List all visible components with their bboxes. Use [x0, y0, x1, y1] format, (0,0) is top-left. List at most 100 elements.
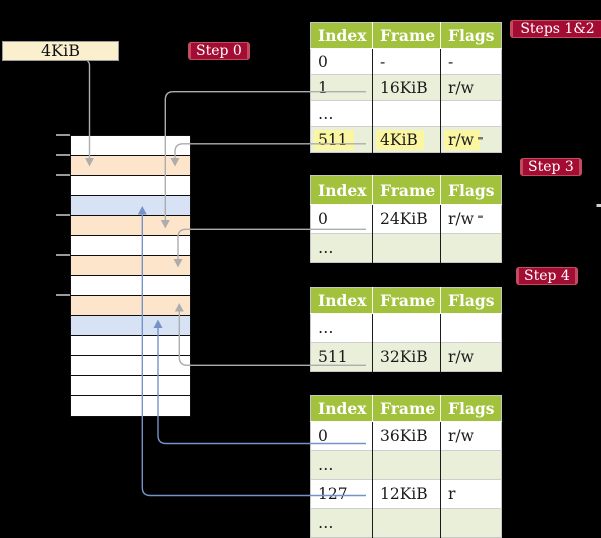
column-header-flags: Flags [441, 23, 502, 49]
memory-row [71, 356, 190, 376]
badge-steps-1-2: Steps 1&2 [510, 20, 601, 38]
memory-row [71, 236, 190, 256]
memory-address-tick [56, 154, 70, 155]
highlighted-value: 4KiB [376, 130, 424, 150]
table-cell: r/w [441, 422, 502, 451]
table-cell: r [441, 480, 502, 509]
table-cell: r/w [441, 75, 502, 101]
table-row: … [311, 509, 502, 538]
table-cell [441, 314, 502, 343]
table-cell: r/w [441, 343, 502, 372]
frame-size-label-box: 4KiB [2, 41, 119, 61]
highlighted-value: 511 [314, 130, 354, 150]
column-header-frame: Frame [373, 176, 441, 205]
column-header-flags: Flags [441, 288, 502, 314]
column-header-frame: Frame [373, 396, 441, 422]
table-row: … [311, 314, 502, 343]
table-cell: 1 [311, 75, 373, 101]
memory-row [71, 176, 190, 196]
memory-address-tick [56, 214, 70, 215]
badge-step-3: Step 3 [520, 158, 582, 176]
physical-memory-column [70, 135, 191, 417]
memory-address-tick [56, 254, 70, 255]
table-cell [441, 101, 502, 127]
table-cell [373, 101, 441, 127]
memory-row [71, 276, 190, 296]
memory-address-tick [56, 174, 70, 175]
memory-row [71, 336, 190, 356]
memory-row [71, 156, 190, 176]
table-cell: 0 [311, 205, 373, 234]
memory-row [71, 216, 190, 236]
table-cell: r/w [441, 127, 502, 153]
column-header-frame: Frame [373, 288, 441, 314]
table-cell: 4KiB [373, 127, 441, 153]
table-cell [441, 234, 502, 263]
column-header-frame: Frame [373, 23, 441, 49]
highlighted-value: r/w [444, 130, 480, 150]
table-cell: - [373, 49, 441, 75]
table-cell: … [311, 451, 373, 480]
table-cell [373, 451, 441, 480]
column-header-index: Index [311, 23, 373, 49]
column-header-index: Index [311, 288, 373, 314]
memory-row [71, 316, 190, 336]
table-row: … [311, 234, 502, 263]
table-row: 511 4KiB r/w [311, 127, 502, 153]
column-header-index: Index [311, 396, 373, 422]
memory-row [71, 396, 190, 416]
memory-row [71, 136, 190, 156]
memory-address-tick [56, 294, 70, 295]
table-cell: 0 [311, 49, 373, 75]
memory-row [71, 376, 190, 396]
table-cell: 24KiB [373, 205, 441, 234]
column-header-flags: Flags [441, 176, 502, 205]
memory-address-tick [56, 134, 70, 135]
column-header-flags: Flags [441, 396, 502, 422]
table-cell [373, 314, 441, 343]
table-cell: 511 [311, 343, 373, 372]
table-cell: 12KiB [373, 480, 441, 509]
table-cell: 32KiB [373, 343, 441, 372]
table-cell: … [311, 234, 373, 263]
memory-row [71, 296, 190, 316]
column-header-index: Index [311, 176, 373, 205]
table-row: … [311, 101, 502, 127]
table-cell: 36KiB [373, 422, 441, 451]
memory-row [71, 256, 190, 276]
memory-row [71, 196, 190, 216]
table-cell [441, 509, 502, 538]
table-cell: - [441, 49, 502, 75]
table-cell: 511 [311, 127, 373, 153]
stub-image-edge [597, 204, 601, 207]
badge-step-0: Step 0 [188, 42, 250, 60]
table-cell [373, 234, 441, 263]
table-cell: … [311, 101, 373, 127]
table-cell: 127 [311, 480, 373, 509]
table-cell [373, 509, 441, 538]
table-cell: … [311, 509, 373, 538]
table-cell [441, 451, 502, 480]
table-cell: r/w [441, 205, 502, 234]
table-row: 0-- [311, 49, 502, 75]
table-cell: 0 [311, 422, 373, 451]
table-row: … [311, 451, 502, 480]
table-cell: 16KiB [373, 75, 441, 101]
